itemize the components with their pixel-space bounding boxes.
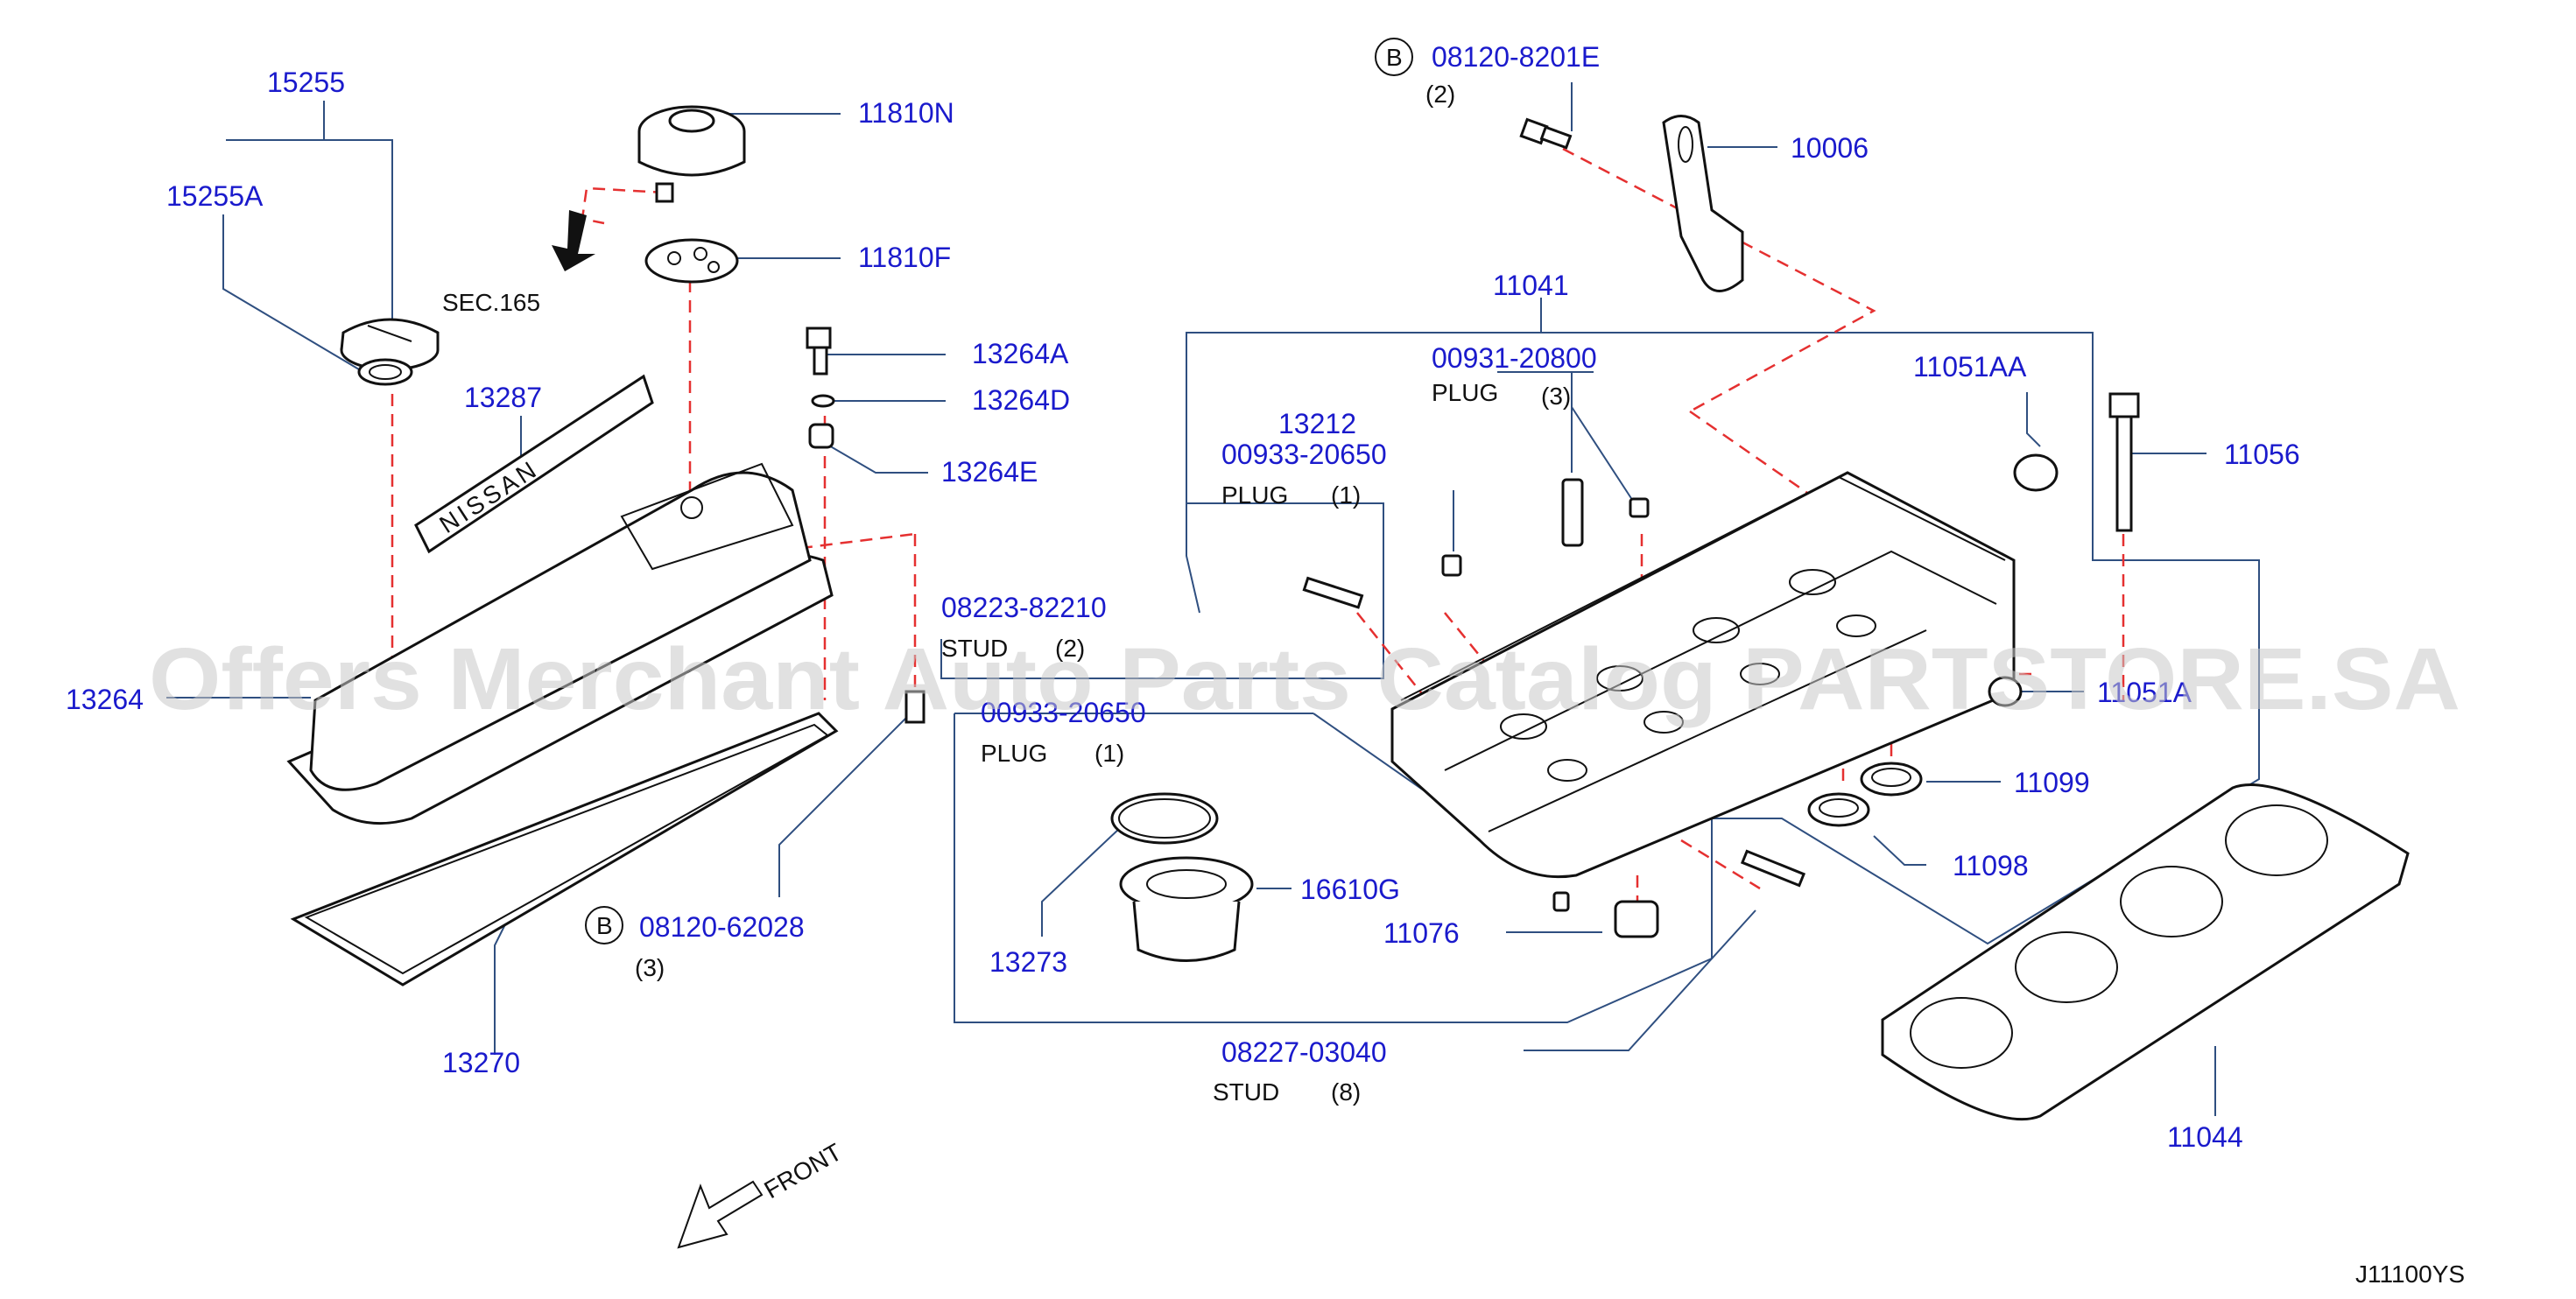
cap-plug-11051AA: [2013, 453, 2059, 492]
cap-gasket: [357, 358, 413, 386]
callout-11051AA: 11051AA: [1913, 351, 2027, 383]
plug-20650-b: [1552, 891, 1570, 912]
callout-11810F: 11810F: [858, 242, 951, 273]
callout-11098: 11098: [1953, 850, 2029, 881]
callout-16610G: 16610G: [1300, 874, 1400, 905]
sec-arrow-icon: [552, 210, 595, 271]
emblem-text: NISSAN: [434, 454, 543, 538]
leader-13273: [1041, 826, 1122, 937]
callout-00933-20650-b: 00933-20650: [981, 697, 1146, 728]
stud-82210: [1302, 576, 1364, 609]
watermark: Offers Merchant Auto Parts Catalog PARTS…: [149, 630, 2460, 728]
breather-gasket: [644, 238, 739, 284]
qty-62028: (3): [635, 954, 665, 981]
callout-11810N: 11810N: [858, 97, 954, 129]
align-bracket: [1562, 147, 1876, 413]
callout-13264D: 13264D: [972, 384, 1070, 416]
callout-15255A: 15255A: [166, 180, 264, 212]
qty-03040: (8): [1331, 1078, 1361, 1106]
leader-08120-62028: [778, 717, 907, 897]
plug-label-c: PLUG: [1432, 379, 1498, 406]
callout-00931-20800: 00931-20800: [1432, 342, 1597, 374]
seal-11099: [1860, 762, 1923, 797]
callout-11099: 11099: [2014, 767, 2090, 798]
stud-03040: [1740, 849, 1806, 888]
callout-15255: 15255: [267, 67, 345, 98]
plug-20800: [1629, 497, 1650, 518]
callout-13212: 13212: [1278, 408, 1356, 439]
head-bolt: [2108, 392, 2140, 532]
rocker-cover: [286, 462, 834, 825]
qty-20650-b: (1): [1094, 740, 1124, 767]
engine-bracket: [1662, 115, 1744, 292]
callout-13264: 13264: [66, 684, 144, 715]
diagram-code: J11100YS: [2355, 1260, 2465, 1288]
breather-valve: [637, 105, 746, 203]
callout-08120-62028: 08120-62028: [639, 911, 805, 943]
leader-11041: [954, 332, 2260, 1023]
badge-b-bottom: B: [585, 906, 623, 944]
front-arrow-icon: [677, 1180, 764, 1249]
nozzle-holder: [1119, 856, 1254, 962]
qty-8201E: (2): [1425, 81, 1455, 108]
leader-11098: [1873, 835, 1926, 866]
cover-bolt: [806, 327, 832, 376]
cover-stud: [904, 690, 926, 724]
align-03040: [1680, 839, 1761, 890]
rocker-cover-gasket: [290, 712, 839, 987]
leader-08227-03040: [1524, 909, 1756, 1051]
badge-b-top: B: [1375, 38, 1413, 76]
callout-08227-03040: 08227-03040: [1221, 1036, 1387, 1068]
callout-11051A: 11051A: [2097, 677, 2192, 708]
cover-grommet: [808, 423, 834, 449]
callout-00933-20650-a: 00933-20650: [1221, 439, 1387, 470]
callout-13287: 13287: [464, 382, 542, 413]
leader-11051AA: [2026, 392, 2041, 447]
callout-08223-82210: 08223-82210: [941, 592, 1107, 623]
bracket-bolt: [1519, 117, 1573, 150]
callout-13270: 13270: [442, 1047, 520, 1078]
plug-20650-a: [1441, 554, 1462, 577]
oil-filler-cap: [340, 318, 440, 371]
leader-13264E: [822, 441, 928, 474]
qty-20800: (3): [1541, 383, 1571, 410]
stud-label-2: STUD: [1213, 1078, 1279, 1106]
callout-11076: 11076: [1383, 917, 1460, 949]
callout-08120-8201E: 08120-8201E: [1432, 41, 1600, 73]
leader-13270: [494, 909, 513, 1055]
qty-20650-a: (1): [1331, 481, 1361, 509]
leader-00931-20800: [1571, 406, 1638, 509]
callout-13273: 13273: [989, 946, 1067, 978]
head-gasket: [1881, 783, 2410, 1121]
cap-plug-11051A: [1988, 676, 2023, 707]
callout-11056: 11056: [2224, 439, 2300, 470]
badge-b-top-text: B: [1386, 44, 1403, 71]
cover-washer: [811, 394, 835, 408]
front-label: FRONT: [760, 1138, 847, 1204]
align-breather: [581, 186, 666, 225]
callout-11044: 11044: [2167, 1121, 2243, 1153]
dowel-pin: [1561, 478, 1584, 547]
seal-11098: [1807, 792, 1870, 827]
valve-seal-11076: [1614, 900, 1659, 938]
plug-label-a: PLUG: [1221, 481, 1288, 509]
callout-13264A: 13264A: [972, 338, 1069, 369]
o-ring-13273: [1110, 792, 1219, 845]
callout-13264E: 13264E: [941, 456, 1038, 488]
cylinder-head: [1390, 471, 2016, 879]
head-ports: [1500, 569, 1876, 782]
callout-11041: 11041: [1493, 270, 1569, 301]
badge-b-bottom-text: B: [596, 912, 613, 939]
stud-label-1: STUD: [941, 635, 1008, 662]
callout-10006: 10006: [1791, 132, 1869, 164]
callout-sec165: SEC.165: [442, 289, 540, 316]
plug-label-b: PLUG: [981, 740, 1047, 767]
leader-15255A: [222, 214, 364, 373]
qty-82210: (2): [1055, 635, 1085, 662]
leader-15255: [226, 139, 393, 324]
